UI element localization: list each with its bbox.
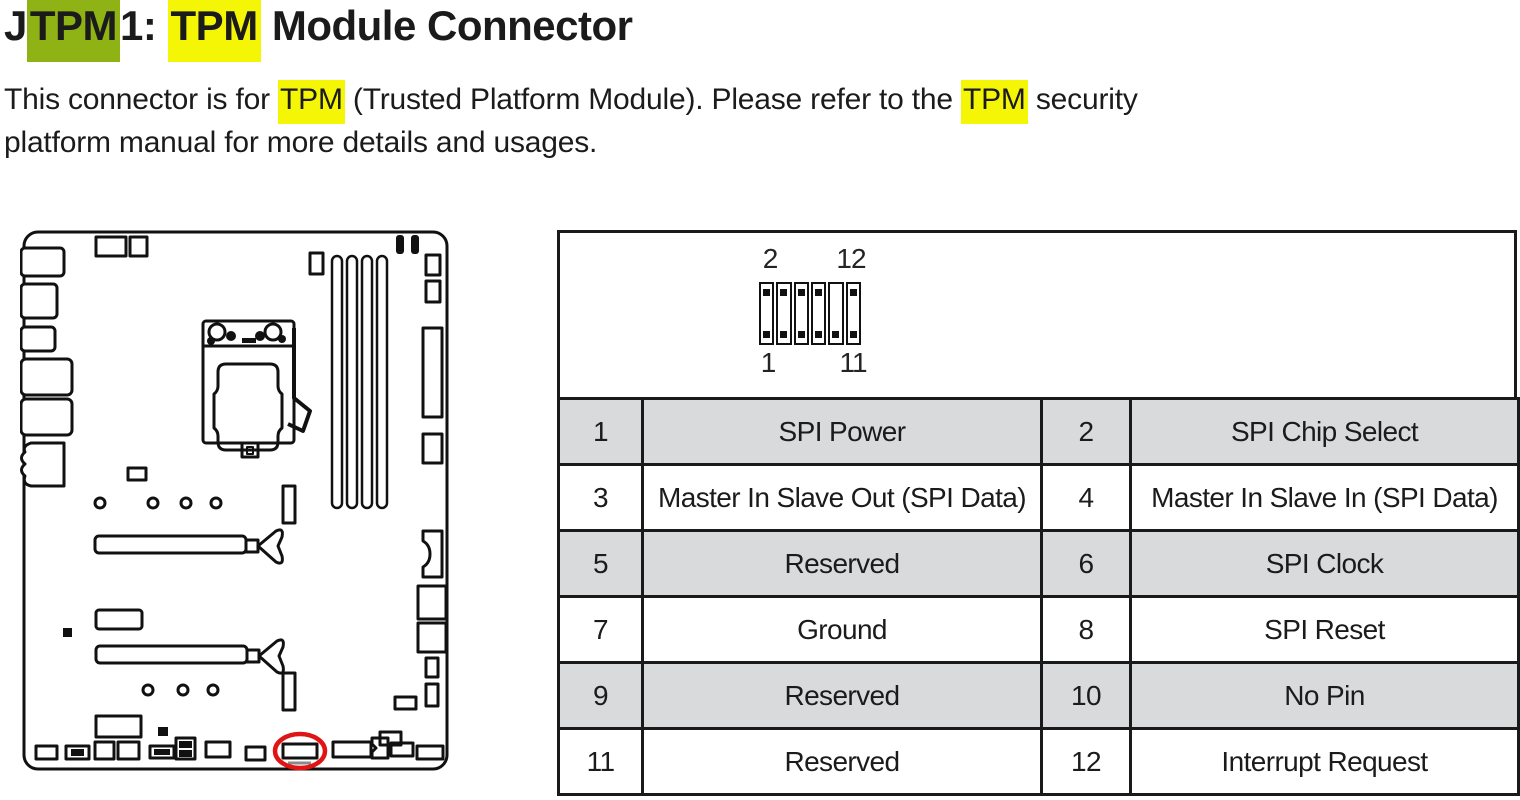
socket-lever (287, 328, 312, 433)
pin-description: Interrupt Request (1129, 727, 1520, 796)
table-row: 5 Reserved 6 SPI Clock (557, 529, 1520, 598)
pcie-x16-slot-1 (93, 528, 284, 565)
mounting-holes-row1 (93, 496, 223, 510)
pin-2 (763, 289, 771, 296)
pin-description: Master In Slave In (SPI Data) (1129, 463, 1520, 532)
pin-column-3 (793, 282, 809, 345)
pin-4 (780, 289, 788, 296)
pin-number: 11 (557, 727, 644, 796)
tpm-highlight: TPM (961, 80, 1028, 124)
pin-description: SPI Power (641, 397, 1043, 466)
jtpm1-connector (281, 742, 319, 760)
pin-description: SPI Clock (1129, 529, 1520, 598)
pin-7 (815, 331, 823, 338)
title-highlight-yellow: TPM (167, 0, 261, 62)
pin-column-2 (776, 282, 792, 345)
bios-chip (63, 628, 72, 637)
pin-1 (763, 331, 771, 338)
table-row: 9 Reserved 10 No Pin (557, 661, 1520, 730)
page-title: JTPM1: TPM Module Connector (4, 0, 633, 62)
pin-label-11: 11 (839, 347, 867, 378)
description-line-2: platform manual for more details and usa… (4, 126, 598, 159)
small-jumper (158, 727, 168, 736)
pin-number: 1 (557, 397, 644, 466)
pcie-x16-slot-2 (94, 638, 285, 675)
pin-header-diagram: 2 12 1 11 (759, 243, 868, 389)
sata-ports (421, 529, 444, 579)
front-header (126, 466, 148, 482)
vertical-slot-2 (281, 671, 297, 712)
title-text: Module Connector (260, 2, 633, 49)
vertical-slot-1 (281, 484, 297, 525)
pin-number: 9 (557, 661, 644, 730)
table-row: 7 Ground 8 SPI Reset (557, 595, 1520, 664)
pin-8 (815, 289, 823, 296)
front-audio-header (94, 714, 143, 739)
pin-description: Reserved (641, 727, 1043, 796)
jtpm1-location-marker (272, 731, 328, 771)
power-pins (396, 235, 419, 254)
tpm-highlight: TPM (278, 80, 345, 124)
pin-description: Reserved (641, 529, 1043, 598)
pin-number: 7 (557, 595, 644, 664)
table-row: 11 Reserved 12 Interrupt Request (557, 727, 1520, 796)
title-text: 1: (120, 2, 168, 49)
mounting-holes-row2 (141, 683, 220, 697)
battery-connector (370, 736, 390, 760)
pin-label-2: 2 (762, 243, 779, 274)
pin-9 (832, 331, 840, 338)
cpu-socket (201, 319, 312, 459)
io-shield-top (94, 235, 149, 258)
description-paragraph: This connector is for TPM (Trusted Platf… (4, 78, 1138, 164)
atx-power-connector (421, 326, 444, 419)
pin-column-4 (810, 282, 827, 345)
pin-12 (849, 289, 857, 296)
pin-number: 4 (1040, 463, 1132, 532)
pin-column-6 (845, 282, 861, 345)
title-highlight-green: TPM (26, 0, 121, 62)
pin-description: SPI Chip Select (1129, 397, 1520, 466)
pin-number: 6 (1040, 529, 1132, 598)
pin-number: 12 (1040, 727, 1132, 796)
audio-jacks (20, 441, 66, 488)
rear-io-ports (20, 246, 74, 488)
pin-definition-panel: 2 12 1 11 1 SPI Power 2 SPI Chip Select (557, 230, 1520, 796)
pin-description: No Pin (1129, 661, 1520, 730)
pin-label-1: 1 (760, 347, 777, 378)
pin-column-1 (759, 282, 775, 345)
fan-header (308, 251, 325, 276)
pin-description: Ground (641, 595, 1043, 664)
pin-label-12: 12 (836, 243, 866, 274)
description-line-1: This connector is for TPM (Trusted Platf… (4, 78, 1138, 124)
pin-11 (849, 331, 857, 338)
pin-definition-table: 1 SPI Power 2 SPI Chip Select 3 Master I… (557, 397, 1520, 796)
pin-number: 2 (1040, 397, 1132, 466)
title-text: J (4, 2, 27, 49)
pin-number: 10 (1040, 661, 1132, 730)
table-row: 3 Master In Slave Out (SPI Data) 4 Maste… (557, 463, 1520, 532)
pin-connector (759, 282, 861, 345)
dimm-slots (330, 254, 389, 510)
pcie-x1-slot (94, 608, 144, 631)
pin-number: 5 (557, 529, 644, 598)
pin-6 (797, 289, 805, 296)
pin-column-5 (828, 282, 844, 345)
pin-3 (780, 331, 788, 338)
pin-number: 3 (557, 463, 644, 532)
pin-5 (797, 331, 805, 338)
table-row: 1 SPI Power 2 SPI Chip Select (557, 397, 1520, 466)
pin-description: SPI Reset (1129, 595, 1520, 664)
pin-description: Reserved (641, 661, 1043, 730)
bottom-connector-row (34, 736, 445, 762)
pin-number: 8 (1040, 595, 1132, 664)
pin-description: Master In Slave Out (SPI Data) (641, 463, 1043, 532)
motherboard-diagram (20, 230, 449, 771)
board-outline (22, 230, 449, 771)
